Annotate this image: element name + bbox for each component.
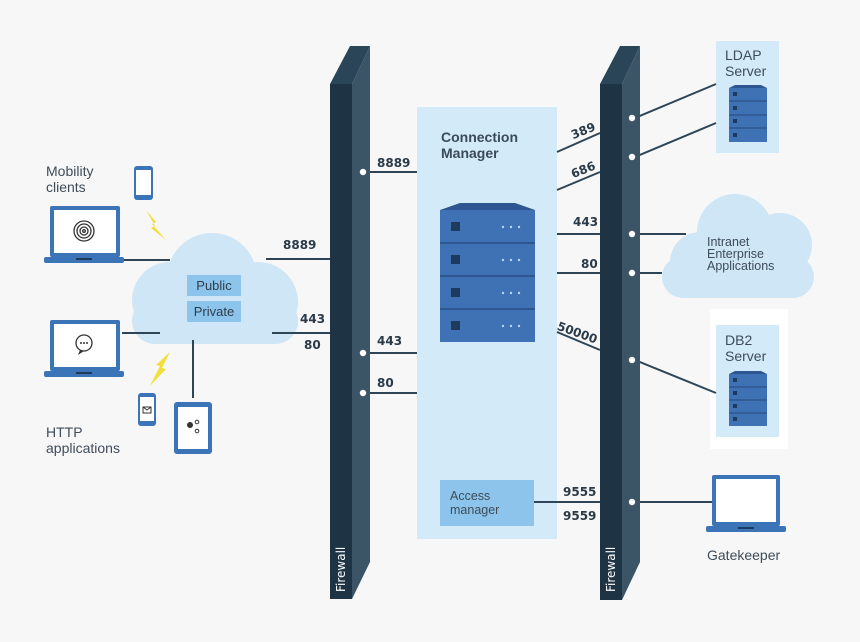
port-9559: 9559: [563, 509, 597, 523]
lightning-icon: [146, 210, 166, 240]
port-8889-inner: 8889: [377, 156, 411, 170]
private-tag: Private: [187, 301, 241, 322]
port-443-outer: 443: [300, 312, 326, 326]
port-80-inner: 80: [377, 376, 394, 390]
access-manager-box: [440, 480, 534, 526]
access-manager-label: Access manager: [450, 489, 500, 517]
connection-lines: [120, 83, 717, 503]
firewall-port-connectors: [359, 114, 636, 506]
right-firewall: [600, 46, 640, 600]
db2-server-icon: [729, 371, 767, 426]
port-80-outer: 80: [304, 338, 321, 352]
http-applications-label: HTTP applications: [46, 424, 120, 456]
ldap-server-label: LDAP Server: [725, 47, 767, 79]
ldap-server-icon: [729, 85, 767, 142]
left-firewall: [330, 46, 370, 599]
db2-server-label: DB2 Server: [725, 332, 767, 364]
connection-manager-server-icon: [440, 203, 535, 342]
right-firewall-label: Firewall: [604, 546, 618, 592]
http-laptop-icon: [44, 320, 124, 377]
intranet-cloud-icon: [662, 194, 814, 298]
port-443-inner: 443: [377, 334, 403, 348]
phone-icon: [134, 166, 153, 200]
gatekeeper-label: Gatekeeper: [707, 547, 781, 563]
gatekeeper-laptop-icon: [706, 475, 786, 532]
left-firewall-label: Firewall: [334, 546, 348, 592]
mobility-clients-label: Mobility clients: [46, 163, 94, 195]
connection-manager-title: Connection Manager: [441, 129, 518, 161]
port-9555: 9555: [563, 485, 597, 499]
port-8889-outer: 8889: [283, 238, 317, 252]
fingerprint-icon: [73, 220, 95, 242]
port-80-right: 80: [581, 257, 598, 271]
intranet-label: Intranet Enterprise Applications: [707, 235, 775, 273]
tablet-icon: [174, 402, 212, 454]
lightning-icon-2: [150, 352, 170, 386]
public-tag: Public: [187, 275, 241, 296]
chat-icon: [75, 334, 93, 355]
port-443-right: 443: [573, 215, 599, 229]
mail-phone-icon: [138, 393, 156, 426]
